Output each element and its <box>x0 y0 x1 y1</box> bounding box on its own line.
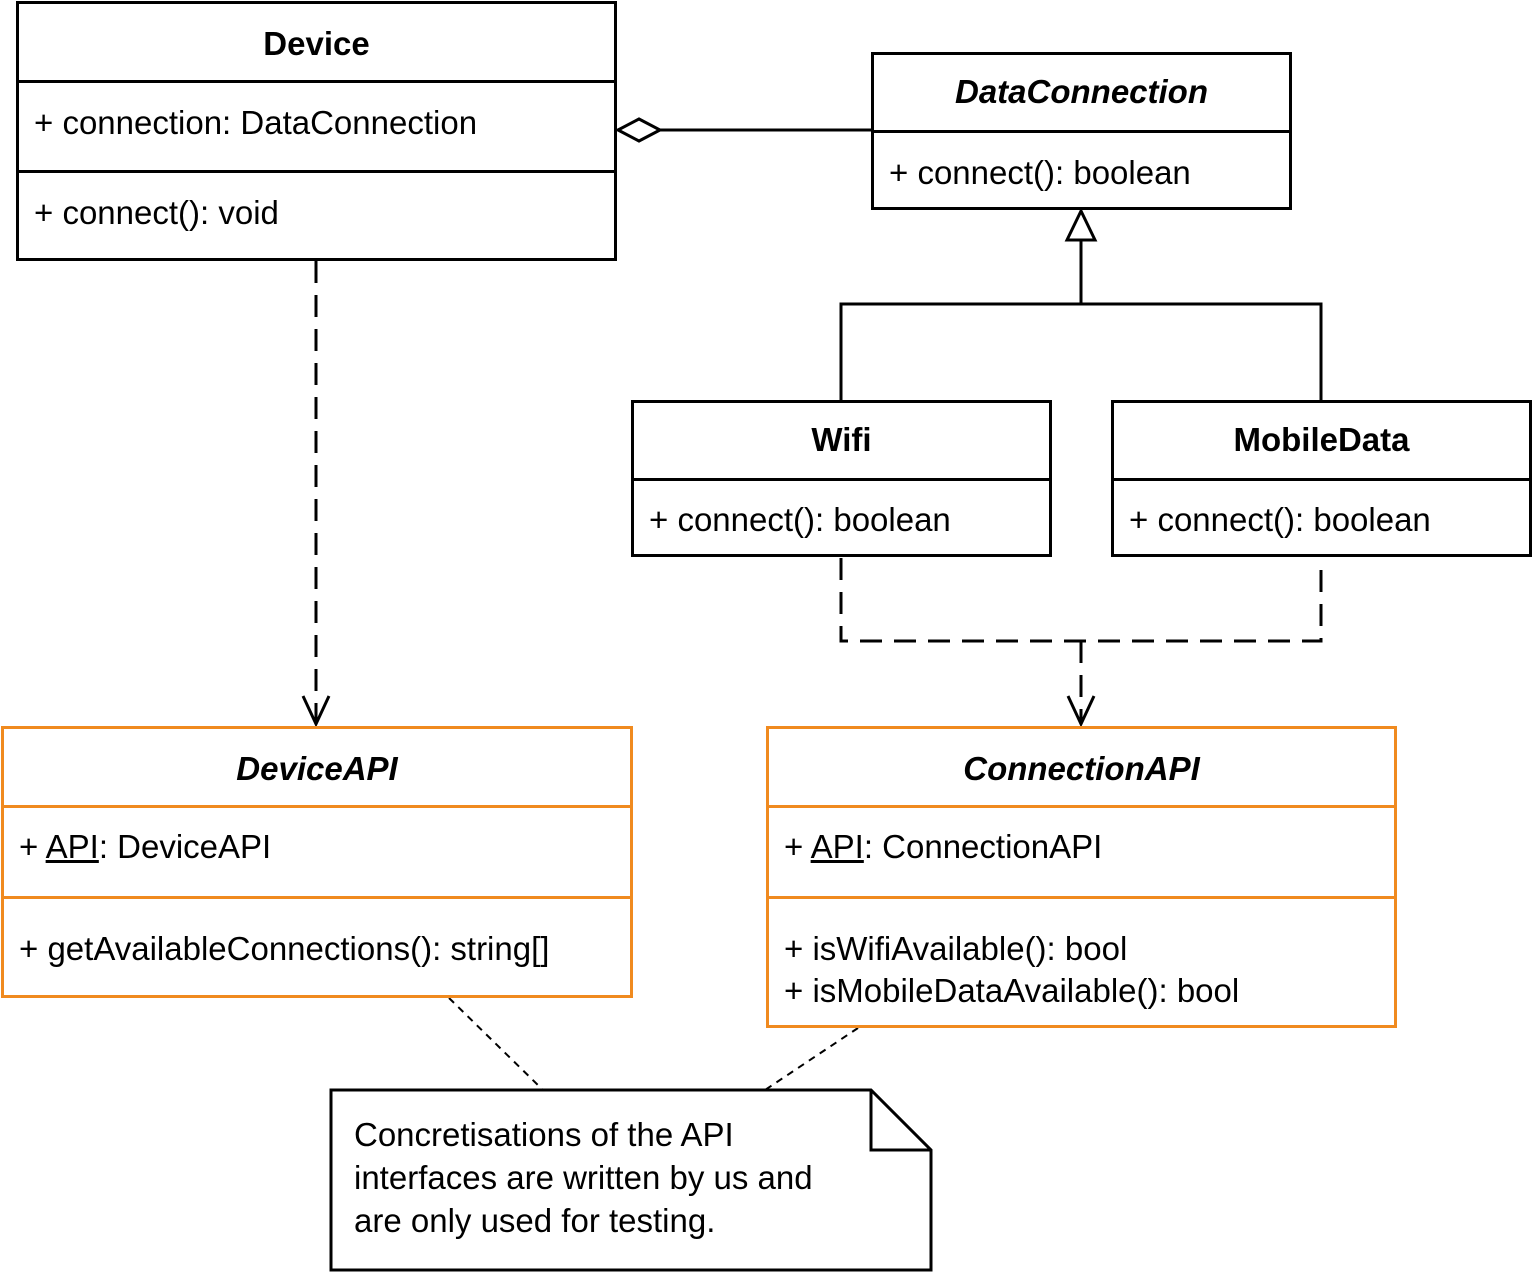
class-wifi[interactable]: Wifi + connect(): boolean <box>631 400 1052 557</box>
note-line: Concretisations of the API <box>354 1116 734 1153</box>
attribute-prefix: + <box>19 828 46 865</box>
static-attribute: + API: DeviceAPI <box>4 826 630 868</box>
class-connection-api-operations: + isWifiAvailable(): bool + isMobileData… <box>769 899 1394 1012</box>
class-connection-api-name: ConnectionAPI <box>769 729 1394 808</box>
operation: + isMobileDataAvailable(): bool <box>784 972 1240 1009</box>
class-device-operations: + connect(): void <box>19 173 614 234</box>
class-connection-api-attributes: + API: ConnectionAPI <box>769 808 1394 899</box>
note[interactable]: Concretisations of the API interfaces ar… <box>354 1113 874 1242</box>
operation: + connect(): void <box>34 194 279 231</box>
class-wifi-operations: + connect(): boolean <box>634 481 1049 541</box>
note-shape <box>329 1088 933 1272</box>
attribute-name: API <box>45 828 99 865</box>
class-device-api-attributes: + API: DeviceAPI <box>4 808 630 899</box>
class-mobile-data-name: MobileData <box>1114 403 1529 481</box>
operation: + connect(): boolean <box>1129 501 1431 538</box>
note-fold-icon <box>869 1090 931 1152</box>
class-device-api-name: DeviceAPI <box>4 729 630 808</box>
attribute: + connection: DataConnection <box>34 104 478 141</box>
class-data-connection-operations: + connect(): boolean <box>874 133 1289 194</box>
dependency-device-to-deviceapi <box>301 261 331 728</box>
operation: + connect(): boolean <box>649 501 951 538</box>
class-device[interactable]: Device + connection: DataConnection + co… <box>16 1 617 261</box>
aggregation-diamond-icon <box>614 117 664 143</box>
inheritance-triangle-icon <box>1064 207 1098 242</box>
attribute-name: API <box>810 828 864 865</box>
attribute-type: : ConnectionAPI <box>863 828 1103 865</box>
class-mobile-data[interactable]: MobileData + connect(): boolean <box>1111 400 1532 557</box>
operation: + connect(): boolean <box>889 154 1191 191</box>
note-anchors <box>448 997 859 1091</box>
class-data-connection[interactable]: DataConnection + connect(): boolean <box>871 52 1292 210</box>
operation: + getAvailableConnections(): string[] <box>19 930 550 967</box>
dependency-arrowhead-icon <box>1066 695 1096 728</box>
note-line: interfaces are written by us and <box>354 1159 813 1196</box>
class-device-api[interactable]: DeviceAPI + API: DeviceAPI + getAvailabl… <box>1 726 633 998</box>
class-data-connection-name: DataConnection <box>874 55 1289 133</box>
note-line: are only used for testing. <box>354 1202 716 1239</box>
class-wifi-name: Wifi <box>634 403 1049 481</box>
static-attribute: + API: ConnectionAPI <box>769 826 1394 868</box>
class-device-name: Device <box>19 4 614 83</box>
class-connection-api[interactable]: ConnectionAPI + API: ConnectionAPI + isW… <box>766 726 1397 1028</box>
attribute-type: : DeviceAPI <box>98 828 272 865</box>
operation: + isWifiAvailable(): bool <box>784 930 1128 967</box>
class-device-attributes: + connection: DataConnection <box>19 83 614 173</box>
dependency-connections-to-connectionapi <box>839 558 1323 728</box>
attribute-prefix: + <box>784 828 811 865</box>
class-mobile-data-operations: + connect(): boolean <box>1114 481 1529 541</box>
class-device-api-operations: + getAvailableConnections(): string[] <box>4 899 630 970</box>
generalization-connector <box>839 207 1323 400</box>
dependency-arrowhead-icon <box>301 695 331 728</box>
aggregation-connector <box>614 117 871 143</box>
